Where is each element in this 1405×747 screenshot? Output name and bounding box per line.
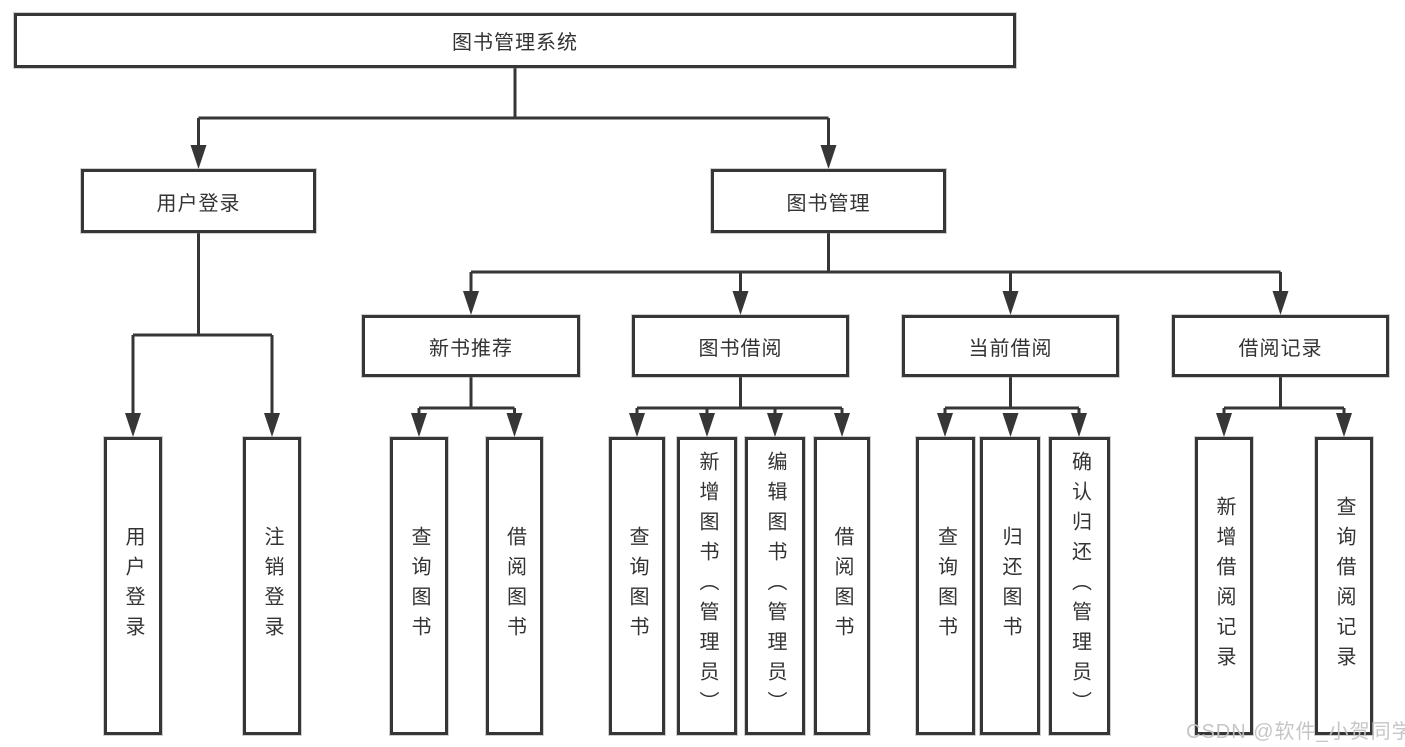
leaf-label: 查询图书 xyxy=(408,526,430,646)
arrow-head xyxy=(1272,291,1289,315)
arrow-head xyxy=(834,413,850,437)
arrow-head xyxy=(937,413,953,437)
connector-currentborrow-to-leaves xyxy=(937,377,1087,437)
leaf-label: 编辑图书（管理员） xyxy=(764,451,786,721)
leaf-label: 借阅图书 xyxy=(831,526,853,646)
arrow-head xyxy=(629,413,645,437)
leaf-search-book-1: 查询图书 xyxy=(390,437,448,735)
arrow-head xyxy=(767,413,783,437)
leaf-return-book: 归还图书 xyxy=(980,437,1040,735)
leaf-add-borrow-record: 新增借阅记录 xyxy=(1195,437,1253,735)
arrow-head xyxy=(463,291,479,315)
arrow-head xyxy=(699,413,715,437)
connector-userlogin-to-leaves xyxy=(125,233,280,437)
leaf-logout: 注销登录 xyxy=(243,437,301,735)
node-root: 图书管理系统 xyxy=(14,13,1016,68)
leaf-add-book-admin: 新增图书（管理员） xyxy=(677,437,737,735)
leaf-borrow-book-1: 借阅图书 xyxy=(486,437,543,735)
arrow-head xyxy=(190,145,207,169)
node-label: 用户登录 xyxy=(156,192,241,215)
node-label: 图书借阅 xyxy=(698,337,783,360)
arrow-head xyxy=(1216,413,1232,437)
leaf-label: 用户登录 xyxy=(122,526,144,646)
leaf-search-borrow-record: 查询借阅记录 xyxy=(1315,437,1373,735)
connector-bookmgmt-to-level3 xyxy=(463,233,1289,315)
arrow-head xyxy=(1336,413,1352,437)
arrow-head xyxy=(264,413,280,437)
arrow-head xyxy=(1002,413,1019,437)
arrow-head xyxy=(125,413,141,437)
leaf-borrow-book-2: 借阅图书 xyxy=(814,437,870,735)
leaf-label: 注销登录 xyxy=(261,526,283,646)
node-label: 新书推荐 xyxy=(429,337,513,360)
node-new-book-recommend: 新书推荐 xyxy=(362,315,580,377)
arrow-head xyxy=(732,291,749,315)
leaf-label: 确认归还（管理员） xyxy=(1068,451,1091,721)
connector-bookborrow-to-leaves xyxy=(629,377,850,437)
node-book-borrow: 图书借阅 xyxy=(632,315,849,377)
node-borrow-record: 借阅记录 xyxy=(1172,315,1389,377)
arrow-head xyxy=(1002,291,1019,315)
leaf-label: 新增图书（管理员） xyxy=(696,451,718,721)
connector-newbooks-to-leaves xyxy=(411,377,523,437)
connector-root-to-level2 xyxy=(190,68,837,169)
node-current-borrow: 当前借阅 xyxy=(902,315,1119,377)
csdn-watermark: CSDN @软件_小贺同学 xyxy=(1186,721,1405,743)
leaf-confirm-return-admin: 确认归还（管理员） xyxy=(1049,437,1110,735)
node-label: 图书管理 xyxy=(786,192,871,215)
leaf-label: 查询图书 xyxy=(626,526,648,646)
leaf-label: 新增借阅记录 xyxy=(1213,496,1235,676)
leaf-label: 查询图书 xyxy=(934,526,957,646)
leaf-search-book-2: 查询图书 xyxy=(609,437,665,735)
node-user-login: 用户登录 xyxy=(81,169,316,233)
leaf-label: 借阅图书 xyxy=(503,526,526,646)
leaf-search-book-3: 查询图书 xyxy=(916,437,975,735)
leaf-label: 查询借阅记录 xyxy=(1333,496,1355,676)
connector-borrowrecord-to-leaves xyxy=(1216,377,1352,437)
arrow-head xyxy=(820,145,837,169)
node-book-management: 图书管理 xyxy=(711,169,946,233)
arrow-head xyxy=(1071,413,1087,437)
leaf-user-login: 用户登录 xyxy=(104,437,162,735)
node-label: 当前借阅 xyxy=(968,337,1053,360)
node-label: 借阅记录 xyxy=(1238,337,1323,360)
arrow-head xyxy=(506,413,523,437)
leaf-edit-book-admin: 编辑图书（管理员） xyxy=(745,437,805,735)
node-root-label: 图书管理系统 xyxy=(452,32,578,54)
arrow-head xyxy=(411,413,427,437)
leaf-label: 归还图书 xyxy=(999,526,1021,646)
